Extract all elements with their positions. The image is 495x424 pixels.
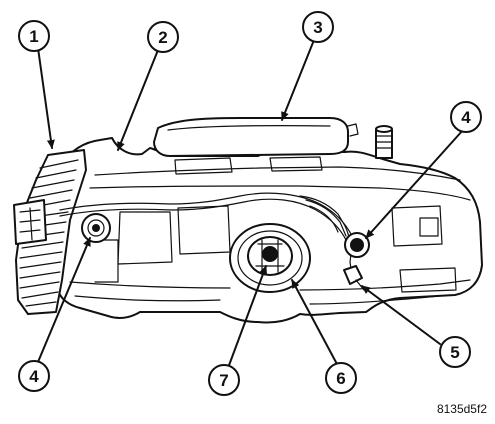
leader-5 [361, 285, 441, 345]
fuel-line-lower [59, 198, 347, 241]
pump-module-center [262, 246, 278, 262]
callout-1: 1 [18, 20, 50, 52]
callout-4-right-number: 4 [461, 108, 471, 127]
callout-4-left-circle [18, 360, 50, 392]
leader-3 [281, 39, 315, 121]
canister-body [153, 117, 349, 157]
callout-7: 7 [208, 364, 240, 396]
tank-right-lower-pad [399, 267, 457, 293]
tank-right-pad [391, 205, 443, 247]
callout-7-number: 7 [219, 371, 228, 390]
callout-7-circle [208, 364, 240, 396]
mount-boss-left-inner [87, 219, 105, 237]
tank-lower-seam [69, 279, 471, 291]
vent-nipple [375, 125, 393, 159]
mount-boss-left-hole [92, 224, 100, 232]
canister-highlight [167, 125, 331, 131]
leader-4-left [37, 237, 91, 363]
callout-5-number: 5 [450, 343, 459, 362]
leader-6 [291, 279, 339, 367]
tank-bottom-seam [74, 294, 451, 305]
fuel-pump-module [229, 223, 311, 293]
tank-top-ridge [94, 166, 461, 181]
canister-end-fitting [347, 123, 359, 137]
tank-top-boss-left [174, 157, 233, 175]
callout-1-circle [18, 20, 50, 52]
tank-right-pad-small [419, 217, 439, 237]
callout-6-circle [325, 362, 357, 394]
harness-connector-detail [19, 207, 41, 241]
vent-nipple-cap [375, 125, 393, 133]
callout-4-right-circle [450, 101, 482, 133]
callout-4-right: 4 [450, 101, 482, 133]
vent-nipple-body [375, 129, 393, 159]
callout-3: 3 [302, 11, 334, 43]
callout-4-left-number: 4 [29, 367, 39, 386]
harness-run-2 [305, 199, 347, 237]
callout-5-circle [439, 336, 471, 368]
vapor-canister [153, 117, 359, 157]
tank-top-boss-mid [269, 156, 323, 172]
callout-6-number: 6 [336, 369, 345, 388]
callout-2-circle [147, 21, 179, 53]
figure-id-label: 8135d5f2 [437, 402, 487, 416]
leader-4-right [365, 129, 464, 239]
callout-2-number: 2 [158, 28, 167, 47]
vent-nipple-rings [375, 135, 393, 149]
harness-connector [13, 199, 47, 245]
pump-lock-ring-inner [237, 230, 303, 286]
callout-6: 6 [325, 362, 357, 394]
callout-1-number: 1 [29, 27, 38, 46]
tank-left-pad [117, 211, 173, 265]
callout-2: 2 [147, 21, 179, 53]
sensor-connector [343, 265, 365, 291]
leader-7 [227, 265, 267, 369]
mount-boss-left [81, 213, 111, 243]
tank-upper-seam [89, 185, 471, 201]
leader-lines [37, 39, 464, 369]
callout-4-left: 4 [18, 360, 50, 392]
callout-3-number: 3 [313, 18, 322, 37]
sensor-body [343, 265, 363, 285]
mount-boss-right [344, 232, 370, 258]
mount-boss-right-hole [350, 238, 364, 252]
fuel-line-upper [59, 192, 353, 237]
tank-left-pad-inner [94, 239, 119, 283]
callout-3-circle [302, 11, 334, 43]
filler-heat-shield [13, 149, 87, 315]
leader-1 [37, 47, 55, 149]
pump-module-fitting [255, 239, 285, 273]
leader-2 [117, 49, 159, 151]
callout-5: 5 [439, 336, 471, 368]
